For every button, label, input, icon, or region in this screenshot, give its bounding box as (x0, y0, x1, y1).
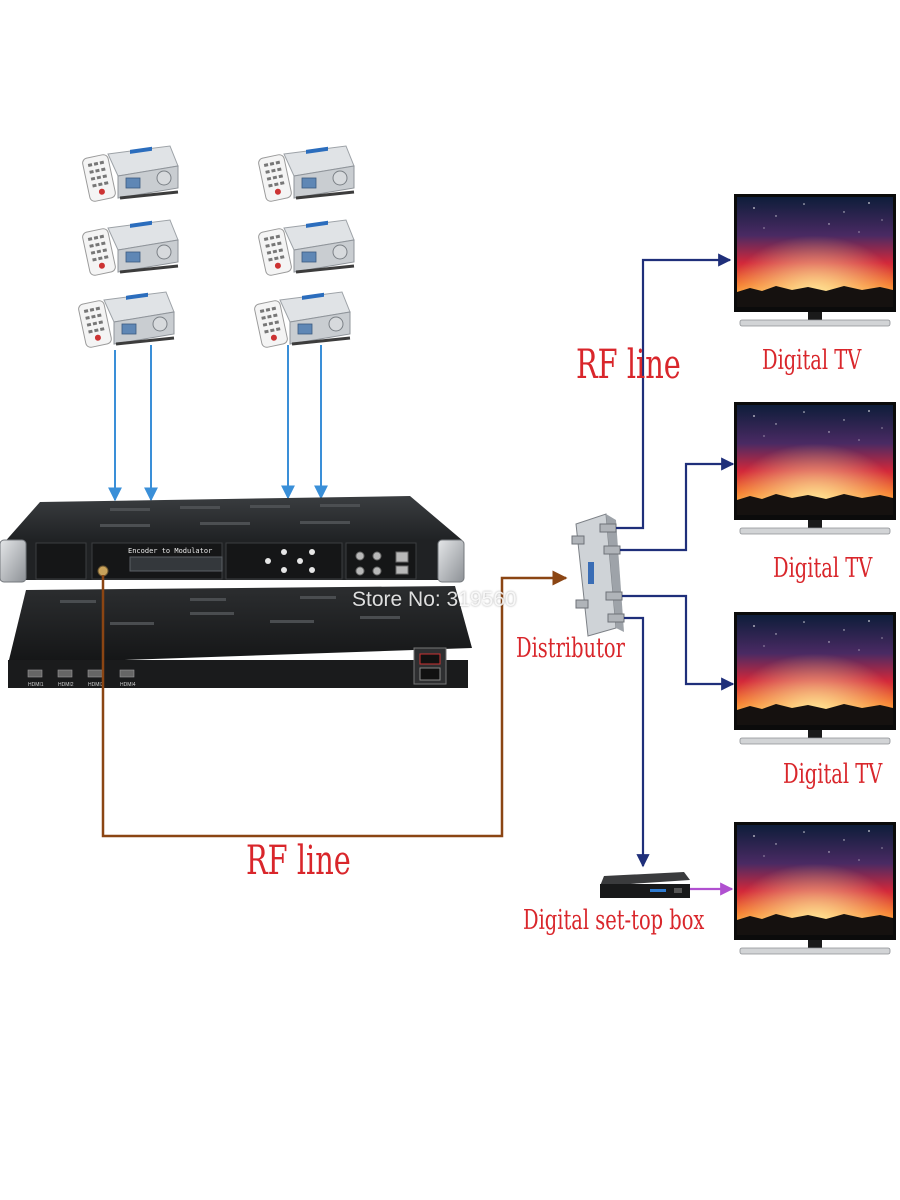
receiver-icon (80, 144, 180, 204)
hdmi-port-label: HDMI1 (28, 682, 44, 688)
output-arrow (616, 253, 732, 530)
rf-line-label-bottom: RF line (246, 838, 351, 884)
output-arrow (620, 457, 735, 552)
tv-icon (733, 401, 897, 535)
tv-label: Digital TV (773, 553, 873, 584)
hdmi-port-label: HDMI3 (88, 682, 104, 688)
encoder-modulator-front: Encoder to Modulator (0, 496, 465, 583)
receiver-icon (252, 290, 352, 350)
set-top-box-label: Digital set-top box (523, 905, 705, 936)
hdmi-port-label: HDMI4 (120, 682, 136, 688)
receiver-icon (76, 290, 176, 350)
store-watermark: Store No: 319560 (352, 588, 517, 611)
distributor-label: Distributor (516, 633, 625, 664)
rf-output-connector (97, 565, 109, 577)
output-lines (616, 253, 735, 868)
receivers-group (76, 144, 356, 350)
tv-label: Digital TV (762, 345, 862, 376)
front-panel-title: Encoder to Modulator (128, 547, 212, 555)
encoder-modulator-rear: HDMI1 HDMI2 HDMI3 HDMI4 (8, 586, 472, 688)
tv-label: Digital TV (783, 759, 883, 790)
receiver-icon (256, 218, 356, 278)
receiver-icon (80, 218, 180, 278)
rf-cable (101, 570, 568, 838)
stb-icon (600, 872, 690, 898)
rf-line-label-top: RF line (576, 342, 681, 388)
receiver-icon (256, 144, 356, 204)
splitter-icon (571, 513, 625, 637)
output-arrow (624, 616, 650, 868)
input-arrows (108, 345, 328, 502)
tv-icon (733, 611, 897, 745)
tv-icon (733, 821, 897, 955)
output-arrow (622, 594, 735, 691)
hdmi-port-label: HDMI2 (58, 682, 74, 688)
tv-icon (733, 193, 897, 327)
